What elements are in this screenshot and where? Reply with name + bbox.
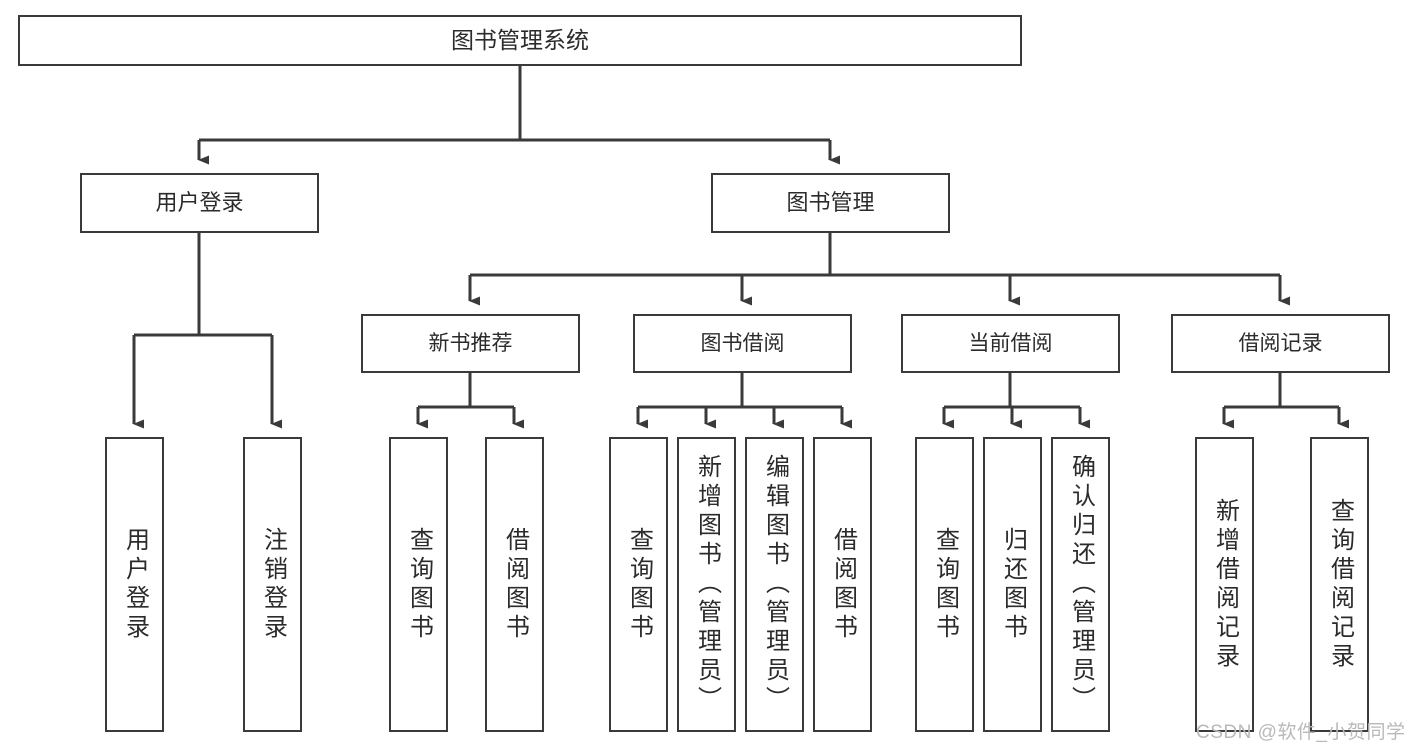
node-label: 借阅图书	[829, 526, 857, 643]
leaf-query-books-current[interactable]: 查询图书	[915, 437, 974, 732]
node-book-management[interactable]: 图书管理	[711, 173, 950, 233]
node-label: 新书推荐	[428, 331, 513, 355]
node-label: 查询借阅记录	[1326, 497, 1354, 672]
node-label: 查询图书	[405, 526, 433, 643]
node-label: 图书管理系统	[451, 26, 589, 53]
leaf-user-login[interactable]: 用户登录	[105, 437, 164, 732]
node-label: 借阅图书	[501, 526, 529, 643]
leaf-confirm-return-admin[interactable]: 确认归还（管理员）	[1051, 437, 1110, 732]
node-label: 图书借阅	[700, 331, 785, 355]
leaf-return-book[interactable]: 归还图书	[983, 437, 1042, 732]
node-label: 图书管理	[786, 189, 875, 215]
leaf-query-borrow-record[interactable]: 查询借阅记录	[1310, 437, 1369, 732]
leaf-borrow-books-recommend[interactable]: 借阅图书	[485, 437, 544, 732]
leaf-logout[interactable]: 注销登录	[243, 437, 302, 732]
node-book-borrow[interactable]: 图书借阅	[633, 314, 852, 373]
leaf-query-books-borrow[interactable]: 查询图书	[609, 437, 668, 732]
node-user-login[interactable]: 用户登录	[80, 173, 319, 233]
node-label: 查询图书	[931, 526, 959, 643]
node-label: 编辑图书（管理员）	[761, 454, 789, 715]
node-label: 新增借阅记录	[1211, 497, 1239, 672]
leaf-query-books-recommend[interactable]: 查询图书	[389, 437, 448, 732]
leaf-add-borrow-record[interactable]: 新增借阅记录	[1195, 437, 1254, 732]
node-label: 用户登录	[155, 189, 244, 215]
node-new-book-recommend[interactable]: 新书推荐	[361, 314, 580, 373]
leaf-add-book-admin[interactable]: 新增图书（管理员）	[677, 437, 736, 732]
node-label: 确认归还（管理员）	[1067, 454, 1095, 715]
node-label: 注销登录	[259, 526, 287, 643]
node-label: 归还图书	[999, 526, 1027, 643]
node-label: 用户登录	[121, 526, 149, 643]
leaf-edit-book-admin[interactable]: 编辑图书（管理员）	[745, 437, 804, 732]
node-label: 新增图书（管理员）	[693, 454, 721, 715]
node-root-system[interactable]: 图书管理系统	[18, 15, 1022, 66]
node-label: 当前借阅	[968, 331, 1053, 355]
node-borrow-records[interactable]: 借阅记录	[1171, 314, 1390, 373]
leaf-borrow-book[interactable]: 借阅图书	[813, 437, 872, 732]
node-label: 借阅记录	[1238, 331, 1323, 355]
node-current-borrow[interactable]: 当前借阅	[901, 314, 1120, 373]
node-label: 查询图书	[625, 526, 653, 643]
